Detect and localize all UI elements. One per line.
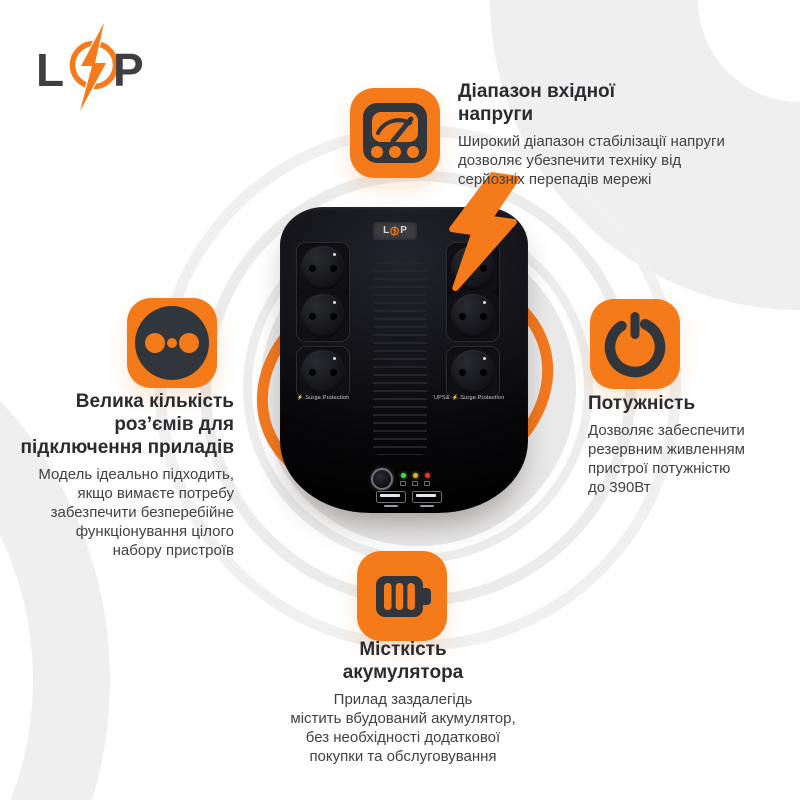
led-amber [413,473,418,478]
ventilation-grille [373,262,427,455]
socket-glint [333,253,336,256]
socket-hole [480,369,487,376]
socket-hole [480,265,487,272]
socket-glint [333,357,336,360]
led-status-glyph [424,481,430,486]
feature-title: Місткість акумулятора [342,639,464,683]
socket-icon [127,298,217,388]
socket-hole [309,369,316,376]
usb-port [376,491,406,503]
logo-lightning-icon [78,22,108,113]
feature-voltage-range: Діапазон вхідної напруги Широкий діапазо… [458,80,780,189]
gauge-icon [350,88,440,178]
socket-hole [480,313,487,320]
power-icon [590,299,680,389]
surge-protection-label: ⚡ Surge Protection [296,395,350,401]
usb-symbol [384,505,398,507]
socket-hole [330,369,337,376]
socket-glint [483,301,486,304]
logo-letter-p: P [113,44,144,96]
badge-letter-l: L [383,225,390,236]
feature-title: Потужність [588,393,696,414]
power-socket [298,348,348,396]
usb-tongue [380,493,400,497]
socket-hole [309,313,316,320]
socket-face [301,246,345,290]
feature-body: Дозволяє забеспечити резервним живленням… [588,422,745,496]
socket-hole [309,265,316,272]
power-icon-glyph [604,312,666,378]
gauge-icon-glyph [363,103,427,163]
lightning-bolt-accent [449,171,520,292]
socket-icon-glyph [135,306,209,380]
feature-body: Прилад заздалегідь містить вбудований ак… [290,691,516,765]
socket-hole [459,369,466,376]
feature-title: Велика кількість роз’ємів для підключенн… [20,391,234,458]
feature-many-outlets: Велика кількість роз’ємів для підключенн… [6,390,234,560]
feature-body: Модель ідеально підходить, якщо вимаєте … [38,466,234,559]
device-power-button [371,468,393,490]
badge-lightning-icon [390,225,400,237]
power-socket [448,348,498,396]
socket-face [301,350,345,394]
usb-port [412,491,442,503]
socket-glint [333,301,336,304]
socket-hole [330,313,337,320]
battery-icon [357,551,447,641]
ups-surge-protection-label: UPS& ⚡ Surge Protection [434,395,505,401]
led-status-glyph [400,481,406,486]
socket-face [451,294,495,338]
socket-face [451,350,495,394]
led-status-glyph [412,481,418,486]
socket-hole [459,313,466,320]
socket-group-left-lower [296,346,350,399]
brand-logo: L P [36,22,144,113]
feature-body: Широкий діапазон стабілізації напруги до… [458,133,725,188]
led-green [401,473,406,478]
socket-glint [483,357,486,360]
feature-title: Діапазон вхідної напруги [458,81,616,125]
power-socket [298,244,348,292]
socket-group-right-lower [446,346,500,399]
battery-icon-glyph [376,576,431,617]
feature-battery-capacity: Місткість акумулятора Прилад заздалегідь… [238,638,568,766]
usb-symbol [420,505,434,507]
badge-letter-p: P [400,225,407,236]
ups-logo-badge: L P [373,222,417,240]
socket-face [301,294,345,338]
power-socket [448,292,498,340]
led-red [425,473,430,478]
power-socket [298,292,348,340]
socket-hole [330,265,337,272]
usb-tongue [416,493,436,497]
logo-letter-l: L [36,44,64,96]
feature-output-power: Потужність Дозволяє забеспечити резервни… [588,392,793,497]
socket-group-left-upper [296,242,350,342]
